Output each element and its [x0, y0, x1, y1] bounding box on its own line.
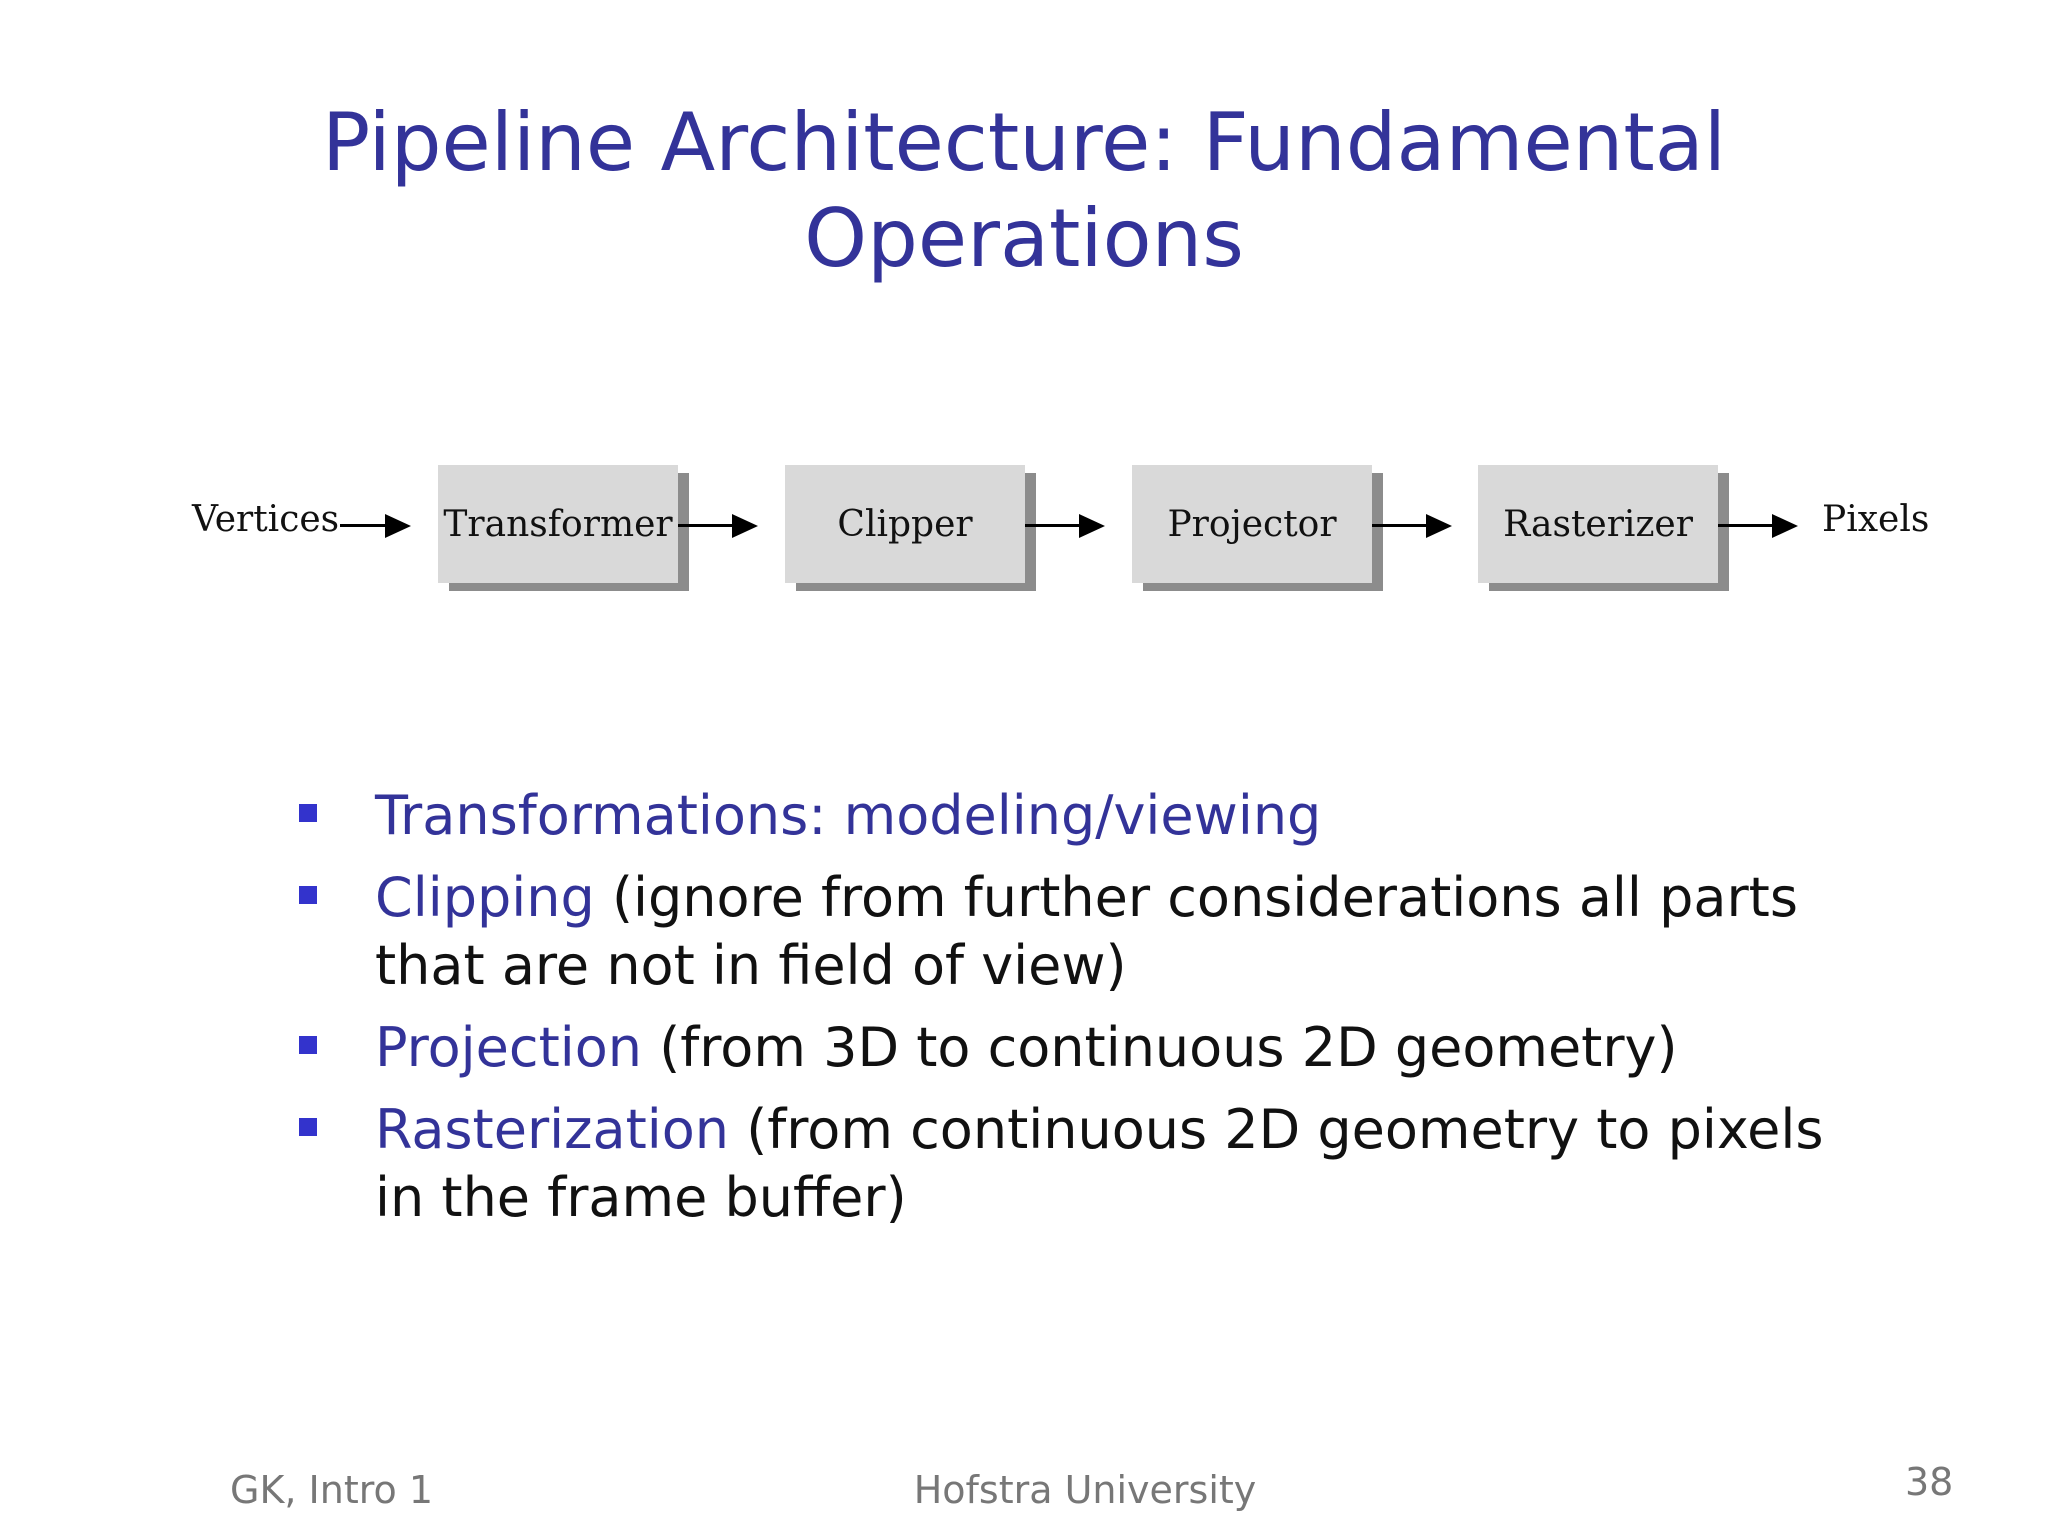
square-bullet-icon [299, 1036, 317, 1054]
stage-box-projector: Projector [1132, 465, 1372, 583]
page-number: 38 [1905, 1460, 1954, 1504]
connector-line [340, 524, 392, 527]
arrow-icon [732, 514, 758, 538]
stage-label: Projector [1167, 503, 1337, 545]
arrow-icon [1079, 514, 1105, 538]
bullet-term: Clipping [375, 866, 595, 929]
bullet-term: Transformations: modeling/viewing [375, 784, 1322, 847]
stage-label: Rasterizer [1503, 503, 1693, 545]
bullet-term: Projection [375, 1016, 643, 1079]
bullet-term: Rasterization [375, 1098, 730, 1161]
title-line-1: Pipeline Architecture: Fundamental [322, 96, 1726, 189]
bullet-item: Transformations: modeling/viewing [295, 782, 1855, 850]
bullet-text: (ignore from further considerations all … [375, 866, 1798, 997]
bullet-text: (from continuous 2D geometry to pixels i… [375, 1098, 1824, 1229]
square-bullet-icon [299, 1118, 317, 1136]
title-line-2: Operations [804, 192, 1244, 285]
stage-box-transformer: Transformer [438, 465, 678, 583]
connector-line [1025, 524, 1085, 527]
bullet-item: Clipping (ignore from further considerat… [295, 864, 1855, 1000]
connector-line [678, 524, 738, 527]
stage-label: Clipper [837, 503, 973, 545]
square-bullet-icon [299, 886, 317, 904]
stage-box-clipper: Clipper [785, 465, 1025, 583]
slide-title: Pipeline Architecture: Fundamental Opera… [0, 95, 2048, 287]
bullet-item: Rasterization (from continuous 2D geomet… [295, 1096, 1855, 1232]
pipeline-diagram: Vertices Transformer Clipper Projector R… [180, 455, 1970, 605]
output-label: Pixels [1822, 499, 1930, 540]
bullet-item: Projection (from 3D to continuous 2D geo… [295, 1014, 1855, 1082]
stage-label: Transformer [443, 503, 673, 545]
arrow-icon [385, 514, 411, 538]
bullet-text: (from 3D to continuous 2D geometry) [642, 1016, 1678, 1079]
square-bullet-icon [299, 804, 317, 822]
stage-box-rasterizer: Rasterizer [1478, 465, 1718, 583]
arrow-icon [1426, 514, 1452, 538]
arrow-icon [1772, 514, 1798, 538]
footer-center: Hofstra University [913, 1468, 1257, 1512]
connector-line [1718, 524, 1778, 527]
footer-left: GK, Intro 1 [230, 1468, 434, 1512]
input-label: Vertices [192, 499, 340, 540]
connector-line [1372, 524, 1432, 527]
bullet-list: Transformations: modeling/viewing Clippi… [295, 782, 1855, 1246]
